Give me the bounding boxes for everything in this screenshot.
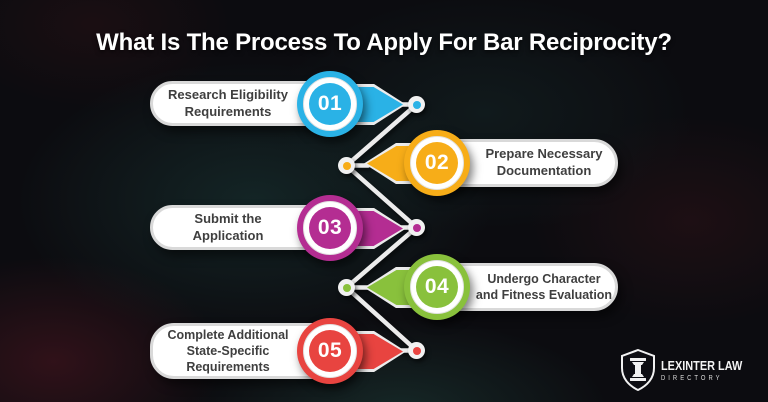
page-title: What Is The Process To Apply For Bar Rec… bbox=[96, 29, 672, 56]
law-shield-icon bbox=[621, 349, 655, 391]
brand-logo: LEXINTER LAW DIRECTORY bbox=[620, 349, 758, 391]
brand-name: LEXINTER LAW bbox=[661, 358, 743, 373]
brand-subtitle: DIRECTORY bbox=[661, 375, 723, 382]
